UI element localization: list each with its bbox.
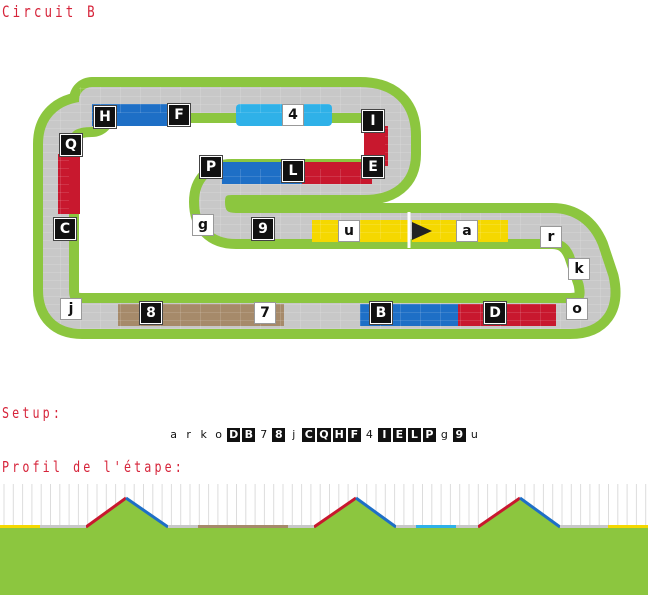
tile-F[interactable]: F [168,104,190,126]
tile-8[interactable]: 8 [140,302,162,324]
profile-strip-grey-6 [560,525,608,528]
profile-heading: Profil de l'étape: [2,458,185,476]
profile-hill-1 [86,498,168,527]
profile-hill-2-down [355,496,397,529]
setup-chip: 9 [452,428,466,442]
tile-4[interactable]: 4 [282,104,304,126]
tile-7[interactable]: 7 [254,302,276,324]
profile-strip-lightblue [416,525,456,528]
profile-strip-grey-2 [168,525,198,528]
tile-o[interactable]: o [566,298,588,320]
setup-chip: B [242,428,256,442]
setup-chip: 8 [272,428,286,442]
tile-Q[interactable]: Q [60,134,82,156]
tile-r[interactable]: r [540,226,562,248]
setup-chip: D [227,428,241,442]
tile-H[interactable]: H [94,106,116,128]
setup-chip: k [197,428,211,442]
setup-heading: Setup: [2,404,63,422]
setup-chip: g [437,428,451,442]
page-title: Circuit B [2,2,98,21]
setup-chip: j [287,428,301,442]
setup-chip: 7 [257,428,271,442]
start-arrow [412,222,432,240]
profile-strip-grey-3 [288,525,314,528]
stage-profile [0,484,648,595]
setup-chip: I [377,428,391,442]
setup-chip: 4 [362,428,376,442]
tile-u[interactable]: u [338,220,360,242]
tile-C[interactable]: C [54,218,76,240]
setup-chip: H [332,428,346,442]
setup-chip: o [212,428,226,442]
circuit-map [33,77,621,339]
tile-k[interactable]: k [568,258,590,280]
tile-E[interactable]: E [362,156,384,178]
tile-P[interactable]: P [200,156,222,178]
tile-L[interactable]: L [282,160,304,182]
profile-ground [0,527,648,595]
profile-strip-grey-5 [456,525,478,528]
tile-I[interactable]: I [362,110,384,132]
profile-strip-grey-4 [396,525,416,528]
profile-hill-2 [314,498,396,527]
profile-hill-2-up [313,496,357,529]
profile-strip-yellow-right [608,525,648,528]
profile-hill-1-down [125,496,169,529]
profile-hill-3-up [477,496,521,529]
profile-strip-brown [198,525,288,528]
track-border [33,77,621,339]
track-lanes [43,87,611,329]
tile-a[interactable]: a [456,220,478,242]
setup-chip: a [167,428,181,442]
profile-hill-1-up [85,496,127,529]
setup-chip: C [302,428,316,442]
profile-strip-yellow-left [0,525,40,528]
tile-B[interactable]: B [370,302,392,324]
tile-j[interactable]: j [60,298,82,320]
tile-g[interactable]: g [192,214,214,236]
setup-chip: L [407,428,421,442]
profile-hill-3 [478,498,560,527]
setup-chip: Q [317,428,331,442]
setup-chip: r [182,428,196,442]
setup-chip: E [392,428,406,442]
setup-chip: P [422,428,436,442]
tile-D[interactable]: D [484,302,506,324]
setup-chip: u [467,428,481,442]
tile-9[interactable]: 9 [252,218,274,240]
profile-strip-grey-1 [40,525,86,528]
setup-chip: F [347,428,361,442]
profile-hill-3-down [519,496,561,529]
